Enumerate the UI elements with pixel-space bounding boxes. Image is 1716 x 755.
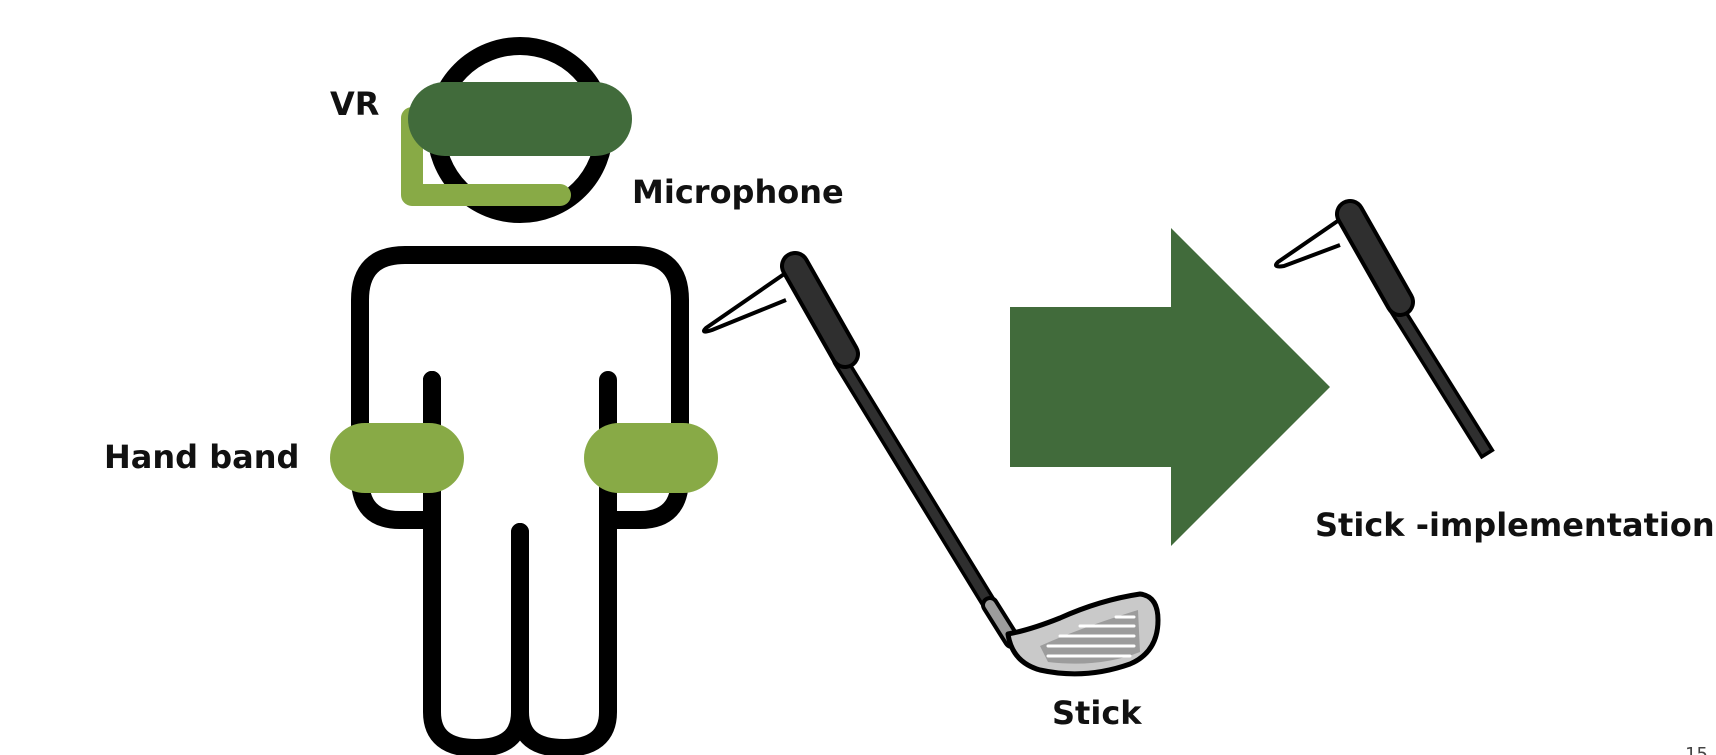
right-arrow-icon xyxy=(1010,228,1330,546)
club-shaft-inner xyxy=(835,355,995,610)
hand-band-label: Hand band xyxy=(104,438,300,476)
stick-label: Stick xyxy=(1052,694,1142,732)
club-lanyard xyxy=(702,268,792,334)
vr-headset-icon xyxy=(408,82,632,156)
club-grooves xyxy=(1046,615,1136,658)
page-number: 15 xyxy=(1685,744,1708,755)
microphone-label: Microphone xyxy=(632,173,844,211)
stick-shaft-inner xyxy=(1392,305,1490,455)
stick-implementation-label: Stick -implementation xyxy=(1315,506,1715,544)
hand-band-right-icon xyxy=(584,423,718,493)
club-grip-inner xyxy=(784,255,856,365)
hand-band-left-icon xyxy=(330,423,464,493)
stick-lanyard xyxy=(1274,216,1344,269)
left-leg-outline xyxy=(423,371,529,755)
stick-handle-icon xyxy=(1274,199,1495,460)
vr-label: VR xyxy=(330,85,380,123)
golf-club-icon xyxy=(702,251,1161,677)
stick-grip-inner xyxy=(1339,203,1411,313)
microphone-icon xyxy=(401,107,571,206)
person-icon xyxy=(351,37,689,755)
